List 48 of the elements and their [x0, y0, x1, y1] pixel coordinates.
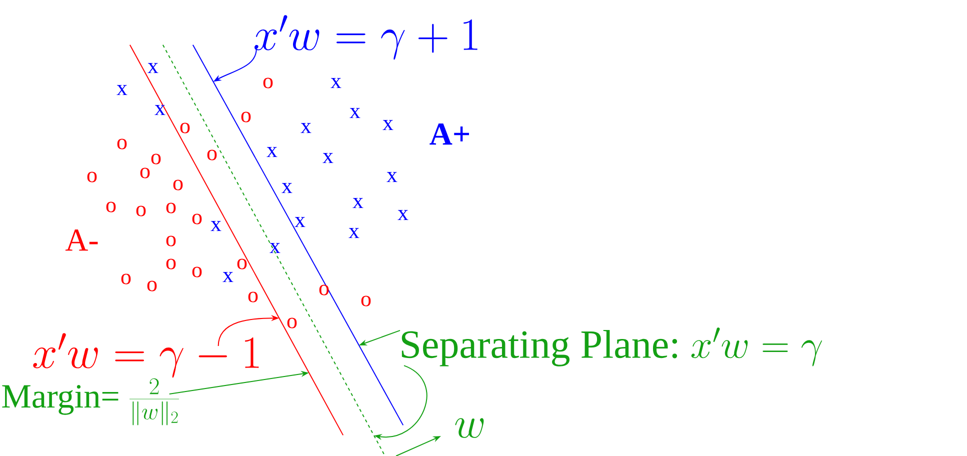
equation-label: $x'w = \gamma + 1$ — [254, 15, 478, 60]
point-marker: o — [121, 274, 131, 284]
point-marker: o — [207, 150, 217, 160]
point-marker: o — [166, 236, 176, 246]
point-marker: x — [386, 172, 398, 182]
point-marker: o — [173, 180, 183, 190]
point-marker: o — [106, 202, 116, 212]
point-marker: o — [241, 112, 251, 122]
point-marker: o — [136, 206, 146, 216]
point-marker: x — [322, 152, 334, 164]
point-marker: x — [282, 182, 292, 194]
point-marker: o — [166, 202, 176, 214]
point-marker: x — [294, 216, 306, 228]
point-marker: o — [147, 280, 157, 292]
point-marker: o — [361, 296, 371, 306]
class-label: A- — [65, 229, 98, 251]
margin-label: Margin= $\frac{2}{\|w\|_2}$ — [2, 378, 179, 426]
point-marker: x — [270, 242, 280, 254]
point-marker: o — [192, 266, 202, 278]
vector-label: $w$ — [455, 418, 484, 438]
point-marker: o — [87, 172, 97, 182]
point-marker: x — [330, 78, 342, 88]
plane-label: Separating Plane: $x'w = \gamma$ — [402, 328, 822, 366]
point-marker: o — [192, 214, 202, 224]
point-marker: x — [300, 122, 312, 134]
point-marker: x — [210, 220, 222, 232]
point-marker: o — [263, 78, 273, 88]
point-marker: x — [348, 228, 360, 238]
class-label: A+ — [430, 123, 469, 145]
point-marker: o — [140, 168, 150, 178]
point-marker: o — [248, 292, 258, 302]
point-marker: x — [116, 84, 128, 96]
equation-label: $x'w = \gamma - 1$ — [33, 333, 259, 378]
point-marker: o — [319, 284, 329, 296]
point-marker: x — [398, 210, 408, 220]
point-marker: x — [148, 62, 158, 74]
point-marker: o — [117, 138, 127, 150]
point-marker: o — [237, 258, 247, 270]
point-marker: x — [382, 120, 394, 130]
point-marker: o — [180, 122, 190, 134]
point-marker: x — [222, 272, 234, 282]
point-marker: o — [287, 318, 297, 328]
point-marker: o — [166, 258, 176, 270]
point-marker: x — [352, 198, 364, 208]
point-marker: x — [266, 146, 278, 158]
point-marker: x — [154, 104, 166, 116]
point-marker: o — [151, 154, 161, 164]
point-marker: x — [350, 108, 360, 118]
